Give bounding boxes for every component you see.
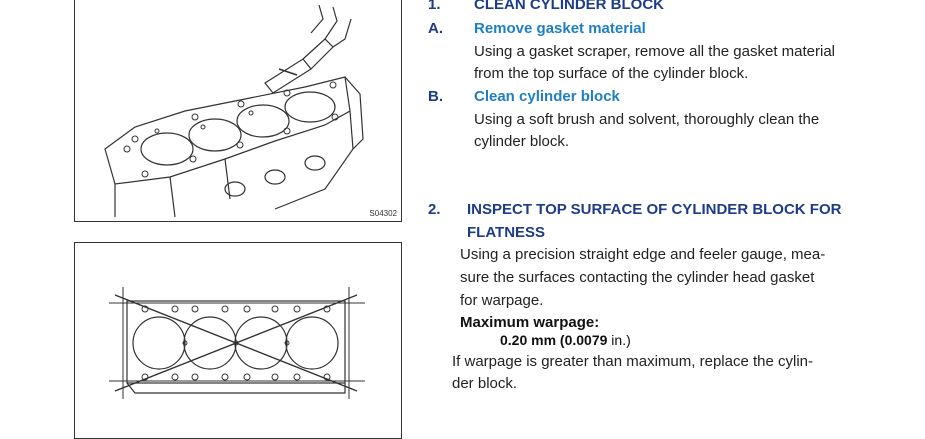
step-1a-title: Remove gasket material	[474, 20, 646, 37]
step-1-title: CLEAN CYLINDER BLOCK	[474, 0, 664, 13]
figure-warpage-inspection	[74, 242, 402, 439]
figure-code: S04302	[369, 209, 397, 218]
max-warpage-value: 0.20 mm (0.0079 in.)	[500, 332, 631, 348]
step-1b-line: Using a soft brush and solvent, thorough…	[474, 111, 820, 128]
step-1a-letter: A.	[428, 20, 443, 37]
straight-edge-illustration	[109, 287, 365, 399]
cylinder-block-scraper-illustration	[104, 4, 364, 218]
step-1b-title: Clean cylinder block	[474, 88, 620, 105]
step-1-number: 1.	[428, 0, 441, 13]
figure-gasket-scraping: S04302	[74, 0, 402, 222]
step-1b-line: cylinder block.	[474, 133, 570, 150]
step-1a-line: from the top surface of the cylinder blo…	[474, 65, 749, 82]
step-1a-line: Using a gasket scraper, remove all the g…	[474, 43, 836, 60]
step-1b-letter: B.	[428, 88, 443, 105]
step-2-title-cont: FLATNESS	[467, 224, 546, 241]
step-2-line: for warpage.	[460, 292, 544, 309]
step-2-after-line: If warpage is greater than maximum, repl…	[452, 353, 813, 370]
step-2-number: 2.	[428, 201, 441, 218]
max-warpage-label: Maximum warpage:	[460, 314, 600, 331]
step-2-line: Using a precision straight edge and feel…	[460, 246, 826, 263]
step-2-after-line: der block.	[452, 375, 518, 392]
step-2-title: INSPECT TOP SURFACE OF CYLINDER BLOCK FO…	[467, 201, 842, 218]
step-2-line: sure the surfaces contacting the cylinde…	[460, 269, 815, 286]
